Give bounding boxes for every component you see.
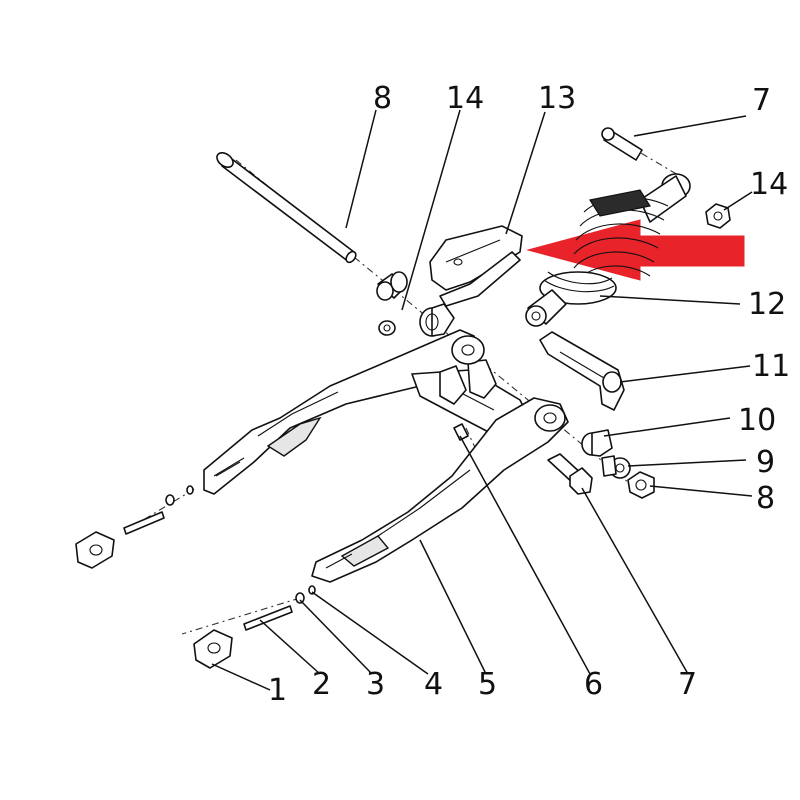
linkage-washer	[601, 455, 631, 479]
callout-14-right: 14	[750, 167, 788, 202]
callout-11: 11	[752, 349, 790, 384]
callout-3: 3	[366, 667, 385, 702]
callout-5: 5	[478, 667, 497, 702]
swingarm	[203, 329, 569, 583]
rear-shock-absorber	[525, 173, 691, 327]
shock-linkage	[539, 331, 625, 411]
callout-6: 6	[584, 667, 603, 702]
pivot-nut	[378, 320, 396, 336]
callout-4: 4	[424, 667, 443, 702]
leader-lines	[211, 109, 753, 691]
shock-upper-bolt	[601, 127, 643, 161]
callout-7-bottom: 7	[678, 667, 697, 702]
highlight-arrow	[526, 219, 745, 281]
linkage-bushing	[581, 429, 613, 457]
callout-7-top: 7	[752, 83, 771, 118]
linkage-nut	[627, 471, 655, 499]
linkage-pivot-bolt	[547, 453, 593, 495]
callout-12: 12	[748, 287, 786, 322]
callout-10: 10	[738, 403, 776, 438]
chain-adjuster-upper	[75, 485, 194, 569]
callout-13: 13	[538, 81, 576, 116]
callout-labels: 8 14 13 7 14 12 11 10 9 8 1 2 3 4 5 6 7	[268, 81, 790, 708]
chain-adjuster-lower	[193, 585, 316, 669]
swingarm-axle-bolt	[216, 151, 357, 264]
pivot-sleeve	[419, 303, 455, 337]
callout-2: 2	[312, 667, 331, 702]
callout-9: 9	[756, 445, 775, 480]
callout-14-top: 14	[446, 81, 484, 116]
grease-nipple	[453, 423, 469, 441]
callout-8-top: 8	[373, 81, 392, 116]
callout-1: 1	[268, 673, 287, 708]
callout-8-right: 8	[756, 481, 775, 516]
pivot-bushing	[376, 271, 408, 301]
chain-slider	[429, 225, 523, 307]
